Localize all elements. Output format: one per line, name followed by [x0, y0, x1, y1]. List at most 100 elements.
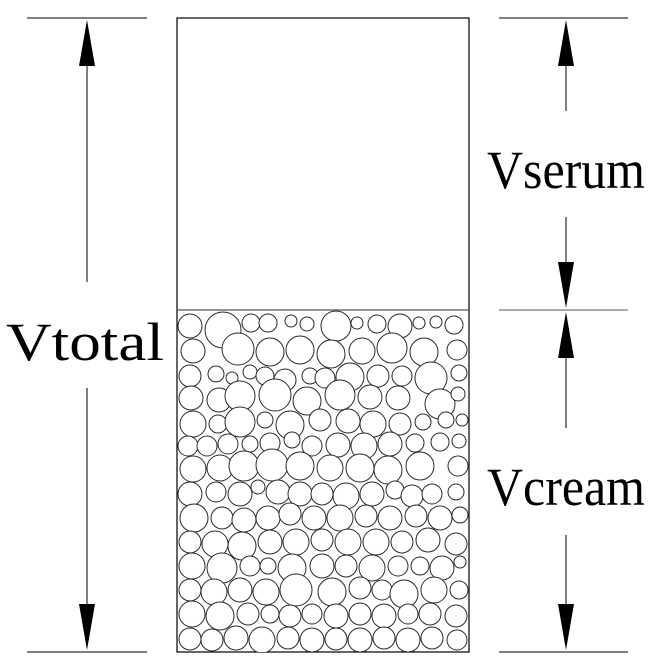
foam-bubble	[367, 314, 387, 334]
foam-bubble	[317, 577, 347, 607]
foam-bubble	[309, 553, 335, 579]
foam-bubble	[178, 627, 202, 651]
foam-bubble	[283, 431, 301, 449]
foam-bubble	[449, 580, 469, 600]
foam-bubble	[241, 435, 259, 453]
total-dimension: Vtotal	[6, 17, 164, 653]
foam-bubble	[292, 386, 322, 416]
arrow-up-icon	[558, 312, 574, 358]
foam-bubble	[354, 504, 378, 528]
arrow-down-icon	[79, 604, 95, 650]
foam-bubble	[287, 481, 313, 507]
foam-bubble	[316, 454, 344, 482]
foam-bubble	[257, 529, 283, 555]
foam-bubble	[450, 386, 466, 402]
foam-bubble	[437, 411, 455, 429]
foam-bubble	[316, 339, 346, 369]
foam-bubble	[325, 432, 351, 458]
foam-bubble	[451, 433, 467, 449]
foam-bubble	[308, 408, 332, 432]
foam-bubble	[320, 310, 352, 342]
foam-bubble	[299, 316, 315, 332]
foam-bubble	[260, 604, 280, 624]
foam-bubble	[224, 406, 256, 438]
foam-bubble	[217, 433, 239, 455]
foam-bubble	[397, 603, 419, 625]
foam-bubble	[323, 603, 349, 629]
foam-bubble	[372, 626, 396, 650]
foam-bubble	[255, 505, 281, 531]
foam-bubble	[178, 364, 202, 388]
foam-bubble	[389, 579, 419, 609]
foam-bubble	[258, 313, 278, 333]
foam-bubble	[377, 431, 403, 457]
foam-bubble	[228, 450, 260, 482]
arrow-up-icon	[79, 20, 95, 66]
foam-bubble	[301, 435, 323, 457]
foam-bubble	[335, 408, 361, 434]
foam-bubble	[265, 479, 291, 505]
serum-dimension: Vserum	[487, 17, 645, 311]
foam-bubble	[377, 505, 403, 531]
foam-bubble	[255, 448, 289, 482]
foam-bubble	[444, 315, 464, 335]
foam-bubble	[404, 504, 428, 528]
foam-bubble	[451, 506, 469, 524]
foam-bubble	[345, 453, 375, 483]
foam-bubble	[196, 435, 218, 457]
foam-bubble	[334, 528, 362, 556]
foam-bubble	[371, 579, 393, 601]
foam-bubble	[371, 603, 397, 629]
foam-bubble	[348, 337, 376, 365]
foam-bubble	[278, 502, 302, 526]
foam-bubble	[241, 313, 261, 333]
foam-bubble	[278, 604, 302, 628]
foam-bubble	[301, 603, 323, 625]
foam-bubble	[242, 364, 258, 380]
foam-bubble	[348, 602, 372, 626]
foam-bubble	[178, 552, 206, 580]
foam-bubble	[231, 507, 257, 533]
foam-bubble	[412, 316, 426, 330]
foam-bubble	[358, 554, 386, 582]
foam-bubble	[206, 552, 238, 584]
foam-bubble	[421, 483, 443, 505]
foam-bubble	[223, 625, 249, 651]
foam-bubble	[453, 555, 467, 569]
cream-volume-label: Vcream	[487, 457, 645, 517]
foam-bubble	[359, 481, 385, 507]
foam-bubble	[310, 482, 334, 506]
total-volume-label: Vtotal	[6, 312, 164, 372]
foam-bubble	[248, 626, 276, 652]
foam-bubble	[405, 433, 425, 453]
foam-bubble	[178, 530, 202, 554]
foam-bubble	[324, 627, 348, 651]
cream-dimension: Vcream	[487, 312, 645, 653]
container-outline	[176, 17, 470, 653]
foam-bubble	[388, 412, 412, 436]
foam-bubble	[314, 367, 336, 389]
arrow-down-icon	[558, 262, 574, 308]
foam-bubble	[391, 365, 413, 387]
foam-bubble	[357, 384, 383, 410]
arrow-up-icon	[558, 20, 574, 66]
foam-bubble	[252, 578, 280, 606]
foam-bubble	[324, 379, 356, 411]
cream-foam-bubbles	[177, 310, 469, 652]
foam-bubble	[205, 481, 227, 503]
serum-volume-label: Vserum	[487, 140, 645, 200]
foam-bubble	[276, 626, 300, 650]
foam-bubble	[279, 573, 313, 607]
foam-bubble	[414, 413, 432, 431]
foam-bubble	[301, 505, 327, 531]
foam-bubble	[255, 337, 285, 367]
foam-bubble	[310, 528, 334, 552]
foam-bubble	[177, 313, 203, 339]
foam-bubble	[430, 432, 450, 452]
foam-bubble	[326, 504, 354, 532]
foam-bubble	[376, 332, 408, 364]
foam-bubble	[350, 316, 364, 330]
foam-bubble	[362, 528, 390, 556]
foam-bubble	[179, 503, 209, 533]
